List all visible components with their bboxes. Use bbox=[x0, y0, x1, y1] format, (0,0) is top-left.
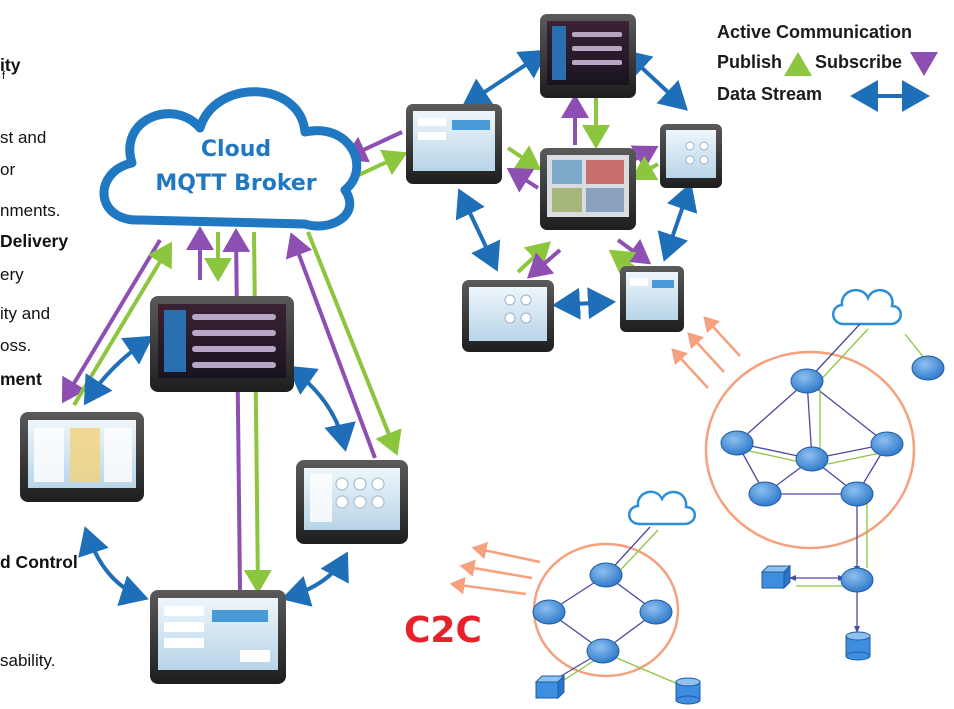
stream-arrow bbox=[461, 49, 549, 108]
cloud-title-line-1: Cloud bbox=[201, 137, 271, 162]
side-text-line-3: st and bbox=[0, 128, 47, 147]
side-text-line-1: ity bbox=[0, 55, 21, 75]
c2c-arrow bbox=[459, 559, 533, 580]
c2c-arrows bbox=[449, 316, 741, 596]
hmi-panel bbox=[150, 590, 286, 684]
stream-arrow bbox=[83, 335, 154, 406]
c2c-arrow bbox=[671, 348, 709, 389]
legend-publish-label: Publish bbox=[717, 52, 783, 72]
network-node bbox=[532, 599, 566, 625]
stream-arrow bbox=[552, 287, 616, 320]
subscribe-arrow bbox=[285, 232, 377, 459]
hmi-panel bbox=[540, 148, 636, 230]
c2c-arrow bbox=[449, 577, 527, 596]
network-node bbox=[720, 430, 754, 456]
link bbox=[557, 657, 599, 685]
side-text-line-9: oss. bbox=[0, 336, 32, 355]
device-box-icon bbox=[534, 674, 566, 700]
subscribe-arrow bbox=[61, 238, 162, 404]
stream-arrow bbox=[286, 365, 356, 452]
network-node bbox=[840, 567, 874, 593]
link bbox=[611, 655, 679, 685]
cloud-icon bbox=[628, 490, 696, 526]
network-node bbox=[911, 355, 945, 381]
network-upper bbox=[704, 288, 945, 661]
link bbox=[827, 452, 881, 465]
cloud-icon bbox=[832, 288, 902, 326]
c2c-label: C2C bbox=[404, 610, 482, 651]
network-boundary bbox=[704, 350, 916, 550]
side-text-line-8: ity and bbox=[0, 304, 51, 323]
network-node bbox=[748, 481, 782, 507]
stream-arrow bbox=[657, 182, 698, 262]
side-text-line-2: f bbox=[2, 70, 6, 82]
publish-arrow bbox=[506, 145, 542, 171]
database-icon bbox=[845, 631, 871, 661]
publish-arrow bbox=[516, 241, 551, 274]
database-icon bbox=[675, 677, 701, 705]
legend-stream-label: Data Stream bbox=[717, 84, 823, 104]
c2c-arrow bbox=[687, 332, 725, 373]
network-lower bbox=[532, 490, 701, 705]
link bbox=[814, 328, 869, 387]
subscribe-arrow bbox=[222, 228, 251, 591]
stream-arrow bbox=[455, 188, 501, 272]
network-node bbox=[586, 638, 620, 664]
side-text-line-11: d Control bbox=[0, 552, 78, 572]
hmi-panel bbox=[462, 280, 554, 352]
device-box-icon bbox=[760, 564, 792, 590]
cluster-arrows bbox=[455, 49, 698, 320]
side-text-line-5: nments. bbox=[0, 201, 61, 220]
subscribe-arrow bbox=[506, 167, 540, 193]
hmi-panel bbox=[620, 266, 684, 332]
legend-title: Active Communication bbox=[717, 22, 913, 42]
network-node bbox=[795, 446, 829, 472]
stream-arrow bbox=[78, 526, 149, 606]
link bbox=[736, 380, 808, 444]
cloud-mqtt-broker: Cloud MQTT Broker bbox=[99, 87, 362, 231]
c2c-arrow bbox=[703, 316, 741, 357]
link bbox=[744, 449, 801, 463]
legend-subscribe-label: Subscribe bbox=[815, 52, 903, 72]
hmi-panel bbox=[296, 460, 408, 544]
hmi-panel bbox=[406, 104, 502, 184]
network-node bbox=[790, 368, 824, 394]
network-node bbox=[639, 599, 673, 625]
hmi-panel bbox=[150, 296, 294, 392]
link bbox=[806, 380, 888, 445]
network-node bbox=[840, 481, 874, 507]
legend-arrows bbox=[784, 52, 938, 112]
publish-arrow bbox=[630, 155, 660, 181]
subscribe-arrow bbox=[526, 248, 562, 279]
side-text-line-6: Delivery bbox=[0, 231, 69, 251]
cloud-icon bbox=[99, 87, 362, 231]
network-node bbox=[870, 431, 904, 457]
stream-arrow bbox=[281, 551, 349, 607]
network-node bbox=[589, 562, 623, 588]
side-text-line-7: ery bbox=[0, 265, 24, 284]
publish-arrow bbox=[306, 231, 402, 456]
hmi-panel bbox=[20, 412, 144, 502]
side-text-line-10: ment bbox=[0, 369, 42, 389]
hmi-panel bbox=[540, 14, 636, 98]
publish-arrow bbox=[243, 231, 272, 594]
c2c-arrow bbox=[471, 542, 541, 564]
hmi-panel bbox=[660, 124, 722, 188]
side-text-line-12: sability. bbox=[0, 651, 56, 670]
cloud-title-line-2: MQTT Broker bbox=[155, 171, 316, 196]
left-stream-arrows bbox=[78, 335, 356, 607]
hmi-devices bbox=[20, 14, 722, 684]
side-text-line-4: or bbox=[0, 160, 16, 179]
